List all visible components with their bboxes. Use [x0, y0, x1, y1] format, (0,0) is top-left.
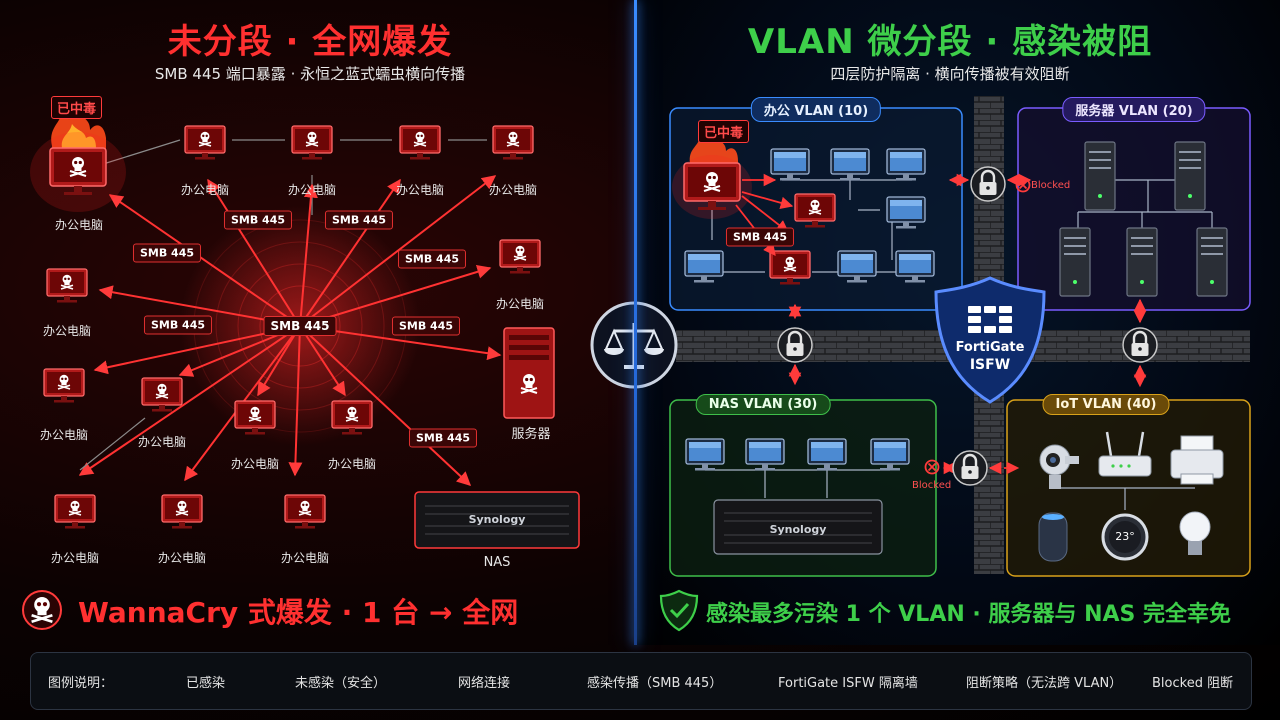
server-vlan-tag: 服务器 VLAN (20)	[1062, 97, 1206, 122]
nas-device-left	[414, 491, 580, 549]
office-vlan-tag: 办公 VLAN (10)	[750, 97, 882, 122]
nas-links	[705, 469, 890, 498]
pc-label: 办公电脑	[137, 435, 187, 449]
pc-label: 办公电脑	[180, 183, 230, 197]
iot-smart-bulb	[1179, 511, 1211, 555]
nas-vlan-tag: NAS VLAN (30)	[695, 394, 831, 415]
right-title: VLAN 微分段 · 感染被阻	[747, 22, 1153, 62]
right-bottom-text: 感染最多污染 1 个 VLAN · 服务器与 NAS 完全幸免	[706, 602, 1232, 627]
iot-links	[1055, 487, 1195, 510]
smb-edge-label: SMB 445	[391, 316, 461, 336]
pc-label: 办公电脑	[395, 183, 445, 197]
legend-spread-label: 感染传播（SMB 445）	[587, 676, 723, 691]
iot-router	[1098, 431, 1152, 477]
legend-infected-label: 已感染	[186, 676, 226, 691]
smb-edge-label: SMB 445	[223, 210, 293, 230]
pc-label: 办公电脑	[39, 428, 89, 442]
pc-label: 办公电脑	[488, 183, 538, 197]
iot-smart-speaker	[1038, 512, 1068, 562]
pc-label: 办公电脑	[54, 218, 104, 232]
legend	[30, 652, 1252, 710]
pc-label: 办公电脑	[495, 297, 545, 311]
left-subtitle: SMB 445 端口暴露 · 永恒之蓝式蠕虫横向传播	[154, 65, 466, 83]
pc-label: 办公电脑	[327, 457, 377, 471]
infected-server	[503, 327, 555, 419]
right-subtitle: 四层防护隔离 · 横向传播被有效阻断	[830, 65, 1070, 83]
legend-wall-label: FortiGate ISFW 隔离墙	[778, 676, 918, 691]
shield-check-icon	[659, 589, 699, 632]
fortigate-shield	[934, 276, 1046, 404]
pc-label: 办公电脑	[230, 457, 280, 471]
pc-label: 办公电脑	[287, 183, 337, 197]
hub-smb-label: SMB 445	[263, 316, 337, 336]
iot-printer	[1170, 435, 1224, 485]
nas-brand-left: Synology	[468, 513, 526, 526]
network-links-lower	[79, 417, 146, 471]
pc-label: 办公电脑	[157, 551, 207, 565]
legend-link-label: 网络连接	[458, 676, 511, 691]
firewall-label-2: ISFW	[969, 357, 1011, 373]
office-smb-label: SMB 445	[725, 227, 795, 247]
left-bottom-text: WannaCry 式爆发 · 1 台 → 全网	[78, 596, 519, 629]
smb-edge-label: SMB 445	[132, 243, 202, 263]
legend-title: 图例说明：	[48, 676, 114, 691]
legend-clean-label: 未感染（安全）	[295, 676, 387, 691]
iot-thermostat	[1101, 513, 1149, 561]
smb-edge-label: SMB 445	[397, 249, 467, 269]
left-infected-tag: 已中毒	[51, 96, 103, 119]
patient-zero-pc	[30, 106, 126, 212]
smb-edge-label: SMB 445	[143, 315, 213, 335]
pc-label: 办公电脑	[280, 551, 330, 565]
nas-device-right	[713, 499, 883, 555]
legend-blocked-label: Blocked 阻断	[1152, 676, 1234, 691]
iot-camera	[1039, 444, 1079, 489]
nas-brand-right: Synology	[769, 523, 827, 536]
legend-policy-label: 阻断策略（无法跨 VLAN）	[966, 676, 1123, 691]
skull-warning-icon	[22, 590, 62, 630]
pc-label: 办公电脑	[42, 324, 92, 338]
smb-edge-label: SMB 445	[408, 428, 478, 448]
panel-divider	[634, 0, 637, 645]
right-infected-tag: 已中毒	[698, 120, 750, 143]
smb-edge-label: SMB 445	[324, 210, 394, 230]
server-label: 服务器	[511, 427, 551, 442]
nas-label: NAS	[483, 555, 511, 570]
blocked-label-nas: Blocked	[912, 480, 952, 491]
blocked-label-server: Blocked	[1031, 180, 1071, 191]
pc-label: 办公电脑	[50, 551, 100, 565]
left-title: 未分段 · 全网爆发	[167, 22, 453, 62]
iot-vlan-tag: IoT VLAN (40)	[1042, 394, 1170, 415]
thermostat-reading: 23°	[1115, 530, 1135, 543]
firewall-label-1: FortiGate	[955, 340, 1025, 355]
